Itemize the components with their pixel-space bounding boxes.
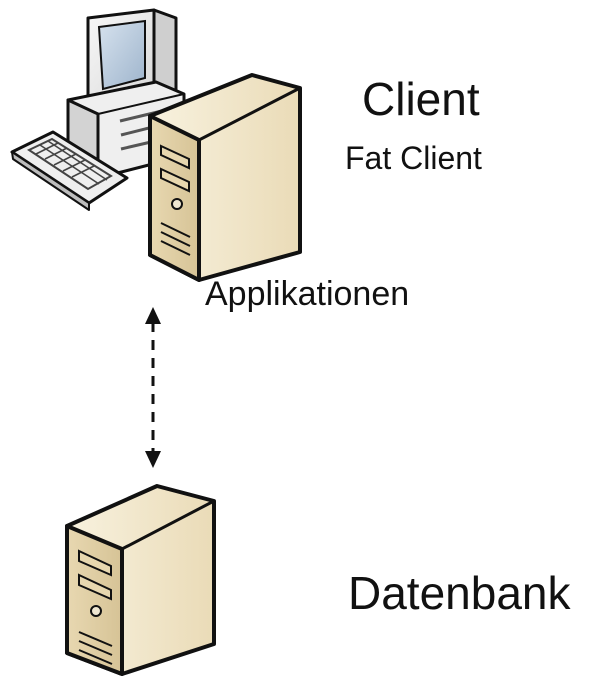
applications-label: Applikationen [205, 275, 410, 313]
bidirectional-connection-arrow [145, 307, 161, 468]
client-subtitle: Fat Client [345, 140, 482, 176]
database-server-icon [65, 484, 216, 676]
database-label: Datenbank [348, 567, 571, 619]
server-tower-icon [148, 73, 302, 282]
client-title: Client [362, 73, 480, 125]
desktop-computer-icon [10, 8, 186, 211]
